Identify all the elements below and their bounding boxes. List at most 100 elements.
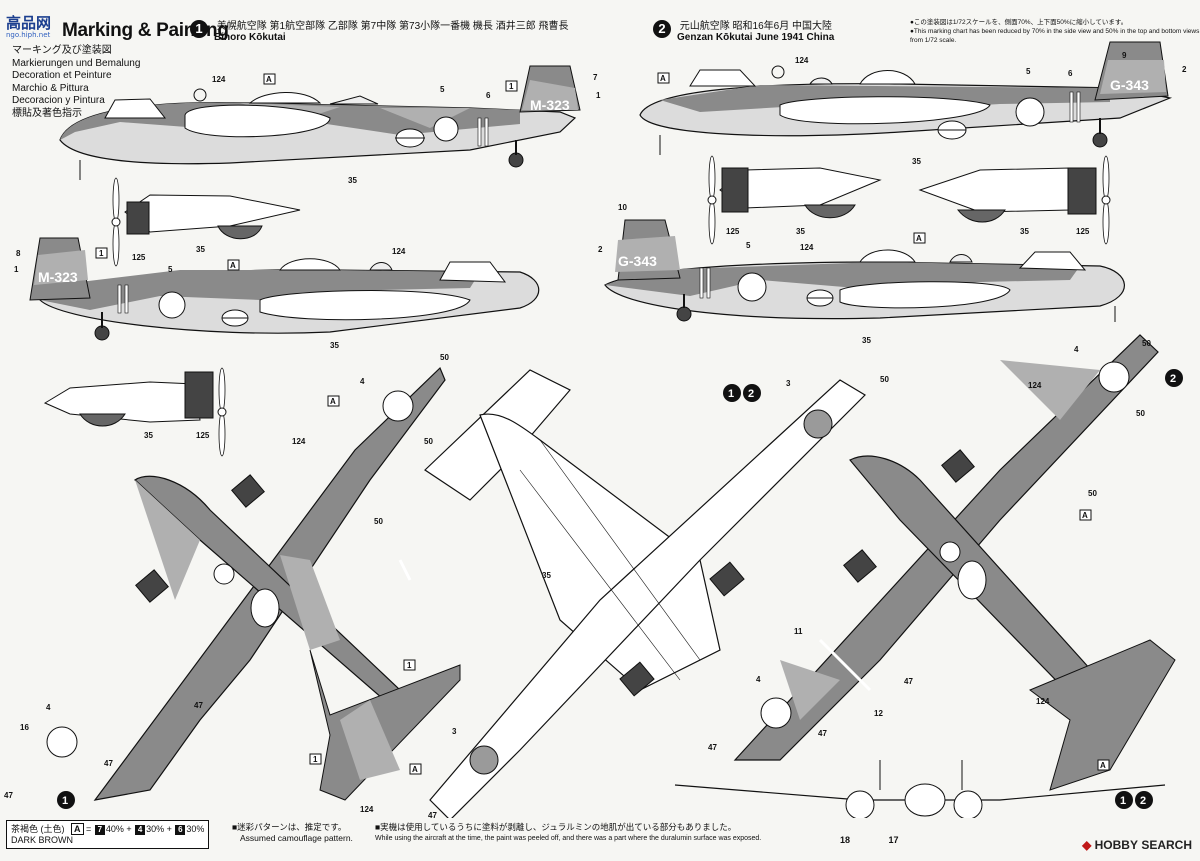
callout-124e: 124 xyxy=(292,437,306,446)
scheme2-badge: 2 xyxy=(653,20,671,38)
callout-3b: 3 xyxy=(452,727,457,736)
callout-5b: 5 xyxy=(168,265,173,274)
bottom-view xyxy=(424,369,866,818)
callout-47d: 47 xyxy=(428,811,437,818)
callout-35f: 35 xyxy=(796,227,805,236)
callout-47e: 47 xyxy=(904,677,913,686)
view-badges: 1 2 2 1 1 2 xyxy=(57,369,1183,809)
callout-a8: A xyxy=(1100,761,1106,770)
callout-17: 17 xyxy=(888,835,899,845)
callout-5: 5 xyxy=(440,85,445,94)
callout-50d: 50 xyxy=(880,375,889,384)
scheme2-tail-code-bottom: G-343 xyxy=(618,253,657,269)
callout-7: 7 xyxy=(593,73,598,82)
callout-10: 10 xyxy=(618,203,627,212)
wear-note-jp: ■実機は使用しているうちに塗料が剥離し、ジュラルミンの地肌が出ている部分もありま… xyxy=(375,822,737,832)
callout-a7: A xyxy=(1082,511,1088,520)
callout-35e: 35 xyxy=(912,157,921,166)
callout-3: 3 xyxy=(786,379,791,388)
legend-swatch-1: 7 xyxy=(94,825,105,835)
scheme2-nacelle-right xyxy=(918,155,1111,245)
brand-icon: ◆ xyxy=(1082,838,1092,852)
callout-35: 35 xyxy=(348,176,357,185)
callout-35g: 35 xyxy=(1020,227,1029,236)
wear-note-en: While using the aircraft at the time, th… xyxy=(375,835,762,842)
callout-5d: 5 xyxy=(746,241,751,250)
legend-swatch-2: 4 xyxy=(135,825,146,835)
callout-1b: 1 xyxy=(596,91,601,100)
callout-47f: 47 xyxy=(818,729,827,738)
legend-en: DARK BROWN xyxy=(11,835,74,845)
callout-a6: A xyxy=(412,765,418,774)
callout-12: 12 xyxy=(874,709,883,718)
callout-35i: 35 xyxy=(542,571,551,580)
callout-labels: 124 A 5 6 1 7 1 35 125 35 8 1 1 5 A 124 … xyxy=(4,51,1187,818)
scheme1-tail-code: M-323 xyxy=(530,97,570,113)
scheme1-side-view-right: M-323 xyxy=(29,237,540,341)
hobbysearch-logo: ◆ HOBBY SEARCH xyxy=(1082,838,1192,852)
badge-scheme1-top: 1 xyxy=(62,795,68,807)
callout-9: 9 xyxy=(1122,51,1127,60)
title-cn: 標貼及著色指示 xyxy=(12,107,82,119)
callout-124c: 124 xyxy=(795,56,809,65)
callout-11: 11 xyxy=(794,627,803,636)
scheme2-nacelle-left xyxy=(707,155,882,245)
front-view xyxy=(674,760,1166,818)
camo-note-en: Assumed camouflage pattern. xyxy=(240,833,353,843)
callout-a3: A xyxy=(660,74,666,83)
scheme2-en: Genzan Kōkutai June 1941 China xyxy=(677,32,835,43)
title-fr: Decoration et Peinture xyxy=(12,70,112,82)
scheme1-nacelle-left xyxy=(111,177,301,267)
callout-16: 16 xyxy=(20,723,29,732)
callout-50f: 50 xyxy=(1136,409,1145,418)
title-jp: マーキング及び塗装図 xyxy=(12,45,112,56)
callout-124f: 124 xyxy=(360,805,374,814)
callout-50b: 50 xyxy=(424,437,433,446)
callout-1f: 1 xyxy=(313,755,318,764)
callout-47g: 47 xyxy=(708,743,717,752)
callout-47b: 47 xyxy=(104,759,113,768)
callout-4d: 4 xyxy=(756,675,761,684)
title-translations: マーキング及び塗装図 Markierungen und Bemalung Dec… xyxy=(12,45,140,121)
callout-8: 8 xyxy=(16,249,21,258)
callout-a5: A xyxy=(330,397,336,406)
aircraft-drawings: M-323 M-323 xyxy=(4,41,1187,818)
badge-front-1: 1 xyxy=(1120,795,1126,807)
scheme1-en: Bihoro Kōkutai xyxy=(214,32,286,43)
callout-50: 50 xyxy=(440,353,449,362)
callout-a2: A xyxy=(230,261,236,270)
scheme1-header: 1 美幌航空隊 第1航空部隊 乙部隊 第7中隊 第73小隊一番機 機長 酒井三郎… xyxy=(190,20,568,43)
scheme1-top-view xyxy=(46,366,461,801)
scheme2-jp: 元山航空隊 昭和16年6月 中国大陸 xyxy=(679,21,833,32)
callout-1e: 1 xyxy=(407,661,412,670)
callout-124h: 124 xyxy=(1036,697,1050,706)
callout-4c: 4 xyxy=(1074,345,1079,354)
callout-124b: 124 xyxy=(392,247,406,256)
title-it: Marchio & Pittura xyxy=(12,82,89,94)
legend-swatch-3: 6 xyxy=(175,825,186,835)
scale-note-en: ●This marking chart has been reduced by … xyxy=(910,28,1200,44)
callout-50g: 50 xyxy=(1088,489,1097,498)
callout-2: 2 xyxy=(1182,65,1187,74)
callout-35h: 35 xyxy=(862,336,871,345)
callout-1d: 1 xyxy=(14,265,19,274)
callout-50c: 50 xyxy=(374,517,383,526)
callout-125: 125 xyxy=(132,253,146,262)
callout-35c: 35 xyxy=(330,341,339,350)
callout-35d: 35 xyxy=(144,431,153,440)
callout-124g: 124 xyxy=(1028,381,1042,390)
callout-6b: 6 xyxy=(1068,69,1073,78)
page-title: Marking & Painting xyxy=(62,20,229,41)
badge-scheme2-top: 2 xyxy=(1170,373,1176,385)
callout-124: 124 xyxy=(212,75,226,84)
callout-125c: 125 xyxy=(726,227,740,236)
callout-a: A xyxy=(266,75,272,84)
callout-50e: 50 xyxy=(1142,339,1151,348)
scheme2-side-view-bottom: G-343 xyxy=(604,219,1125,322)
scale-note-jp: ●この塗装図は1/72スケールを、側面70%、上下面50%に縮小しています。 xyxy=(910,19,1128,26)
title-es: Decoracion y Pintura xyxy=(12,95,105,107)
badge-front-2: 2 xyxy=(1140,795,1146,807)
